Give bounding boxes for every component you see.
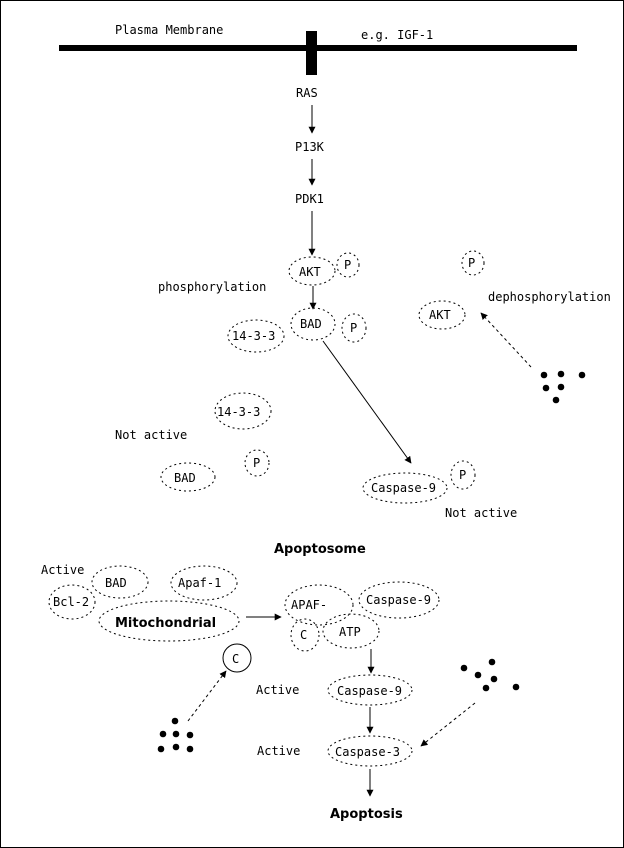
fourteen-three-three-label-b: 14-3-3 [217,405,260,419]
bad-mid-label: BAD [174,471,196,485]
akt-right-label: AKT [429,308,451,322]
mitochondrial-label: Mitochondrial [115,616,216,631]
caspase9-complex-node [358,581,440,619]
bad-top-label: BAD [300,317,322,331]
active-low-label: Active [257,744,300,758]
fourteen-three-three-node-b [214,392,272,430]
mitochondrial-node [98,600,240,642]
atp-node [322,613,380,649]
bad-bottom-node [91,565,149,599]
ras-label: RAS [296,86,318,100]
p-bad-label: P [350,321,357,335]
bcl2-node [48,584,96,620]
bad-to-caspase9-arrow [322,340,412,464]
akt-label: AKT [299,265,321,279]
caspase3-label: Caspase-3 [335,745,400,759]
caspase3-node [327,735,413,767]
fourteen-three-three-node-a [227,319,285,353]
active-top-label: Active [41,563,84,577]
akt-node [288,256,336,286]
plasma-membrane-line [59,45,577,51]
caspase9-active-label: Caspase-9 [337,684,402,698]
bad-mid-node [160,462,216,492]
apaf-label: APAF- [291,598,327,612]
fourteen-three-three-label-a: 14-3-3 [232,329,275,343]
cytochrome-c-circle [222,643,252,673]
caspase9-inactive-label: Caspase-9 [371,481,436,495]
c-complex-label: C [300,628,307,642]
cytochrome-c-arrow [187,670,227,722]
pdk1-label: PDK1 [295,192,324,206]
apaf1-node [170,565,238,601]
bad-top-node [290,307,336,341]
apoptosis-label: Apoptosis [330,807,403,822]
apaf-node [284,584,354,626]
p-casp-label: P [459,468,466,482]
cytochrome-dots [157,717,194,753]
c-complex-node [290,618,320,652]
p-free-node [461,250,485,276]
p-mid-label: P [253,456,260,470]
phosphatase-dots-top [540,370,586,404]
bad-bottom-label: BAD [105,576,127,590]
igf-label: e.g. IGF-1 [361,28,433,42]
not-active-right-label: Not active [445,506,517,520]
receptor-bar [306,31,317,75]
inhibitor-dots [460,658,520,692]
p-casp-node [450,460,476,490]
p-mid-node [244,449,270,477]
p-akt-label: P [344,258,351,272]
inhibitor-to-caspase3-arrow [420,702,476,747]
plasma-membrane-label: Plasma Membrane [115,23,223,37]
bcl2-label: Bcl-2 [53,595,89,609]
p-free-label: P [468,256,475,270]
caspase9-inactive-node [362,472,448,504]
p-bad-node [341,313,367,343]
active-mid-label: Active [256,683,299,697]
not-active-left-label: Not active [115,428,187,442]
dephosphorylation-label: dephosphorylation [488,290,611,304]
apaf1-label: Apaf-1 [178,576,221,590]
caspase9-active-node [327,674,413,706]
caspase9-complex-label: Caspase-9 [366,593,431,607]
phosphorylation-label: phosphorylation [158,280,266,294]
phosphatase-to-akt-arrow [480,312,532,368]
apoptosome-title: Apoptosome [274,542,366,557]
p-akt-node [336,252,360,278]
cytochrome-c-label: C [232,652,239,666]
p13k-label: P13K [295,140,325,154]
atp-label: ATP [339,625,361,639]
akt-right-node [418,300,466,330]
